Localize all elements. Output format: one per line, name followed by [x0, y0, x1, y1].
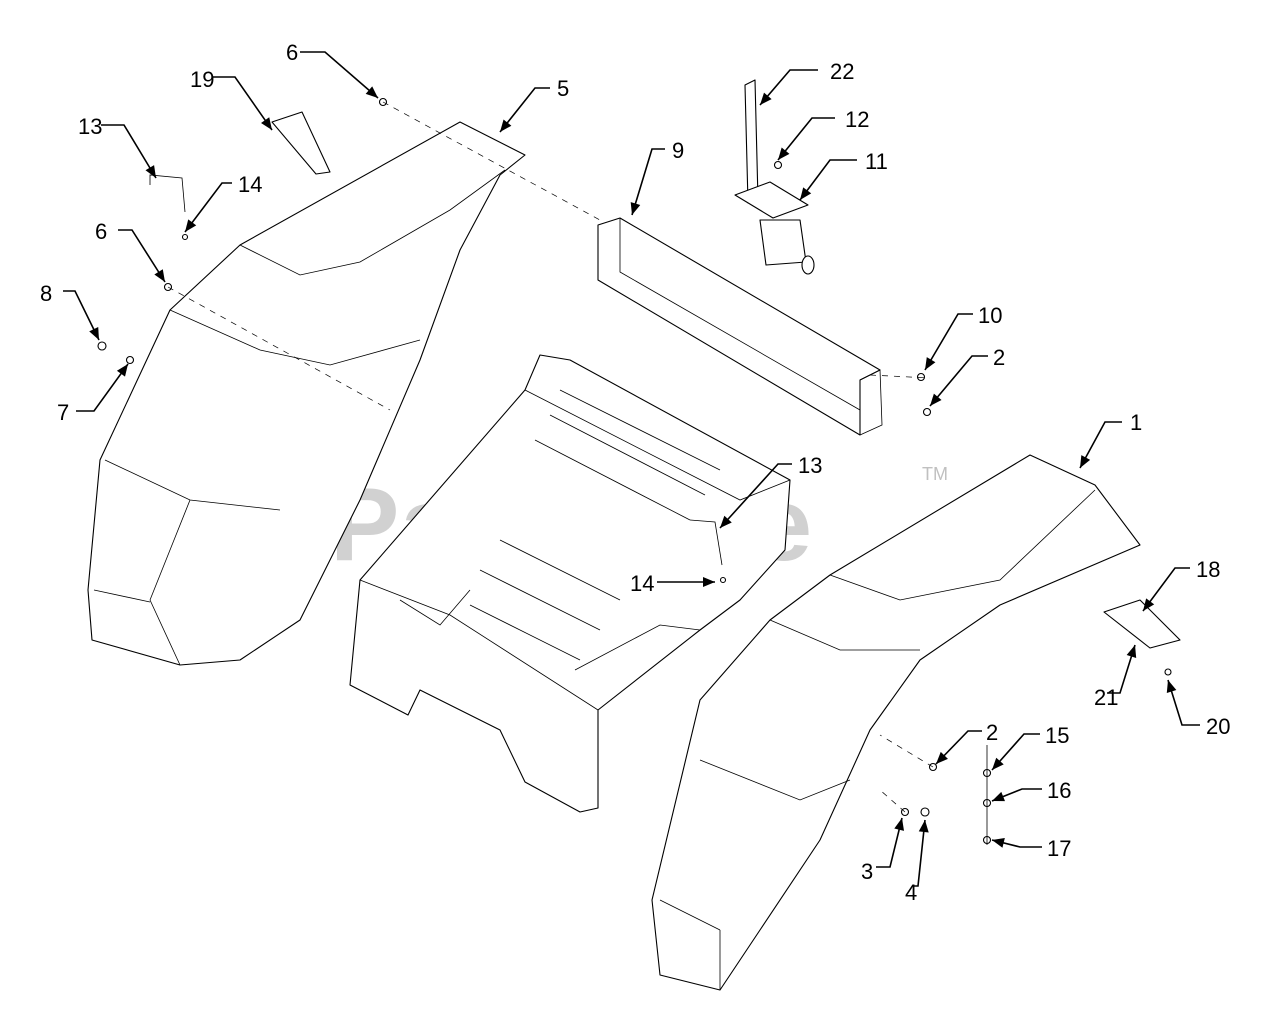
- callout-label-10[interactable]: 10: [978, 303, 1002, 328]
- callout-arrowhead-16: [992, 791, 1005, 802]
- callout-arrowhead-6: [365, 86, 378, 98]
- callout-label-2[interactable]: 2: [993, 345, 1005, 370]
- callout-arrowhead-19: [261, 117, 272, 130]
- callout-label-8[interactable]: 8: [40, 281, 52, 306]
- callout-leader-21: [1107, 644, 1136, 694]
- center-deck-part: [349, 354, 791, 813]
- callout-leader-2: [929, 355, 988, 407]
- callout-label-12[interactable]: 12: [845, 107, 869, 132]
- hardware-parts: [97, 97, 1172, 845]
- callout-label-2[interactable]: 2: [986, 720, 998, 745]
- pin-part-13-center: [689, 519, 723, 566]
- callout-arrowhead-17: [992, 838, 1005, 848]
- callout-label-1[interactable]: 1: [1130, 410, 1142, 435]
- callout-leader-20: [1167, 679, 1200, 726]
- callout-arrowhead-6: [154, 269, 165, 282]
- alignment-lines: [167, 101, 934, 813]
- callout-arrowhead-13: [720, 515, 732, 528]
- callout-label-13[interactable]: 13: [78, 114, 102, 139]
- callout-arrowhead-20: [1166, 680, 1177, 693]
- left-fender-part: [87, 121, 526, 666]
- clip-part-14-left: [181, 233, 189, 241]
- callout-arrowhead-5: [500, 119, 512, 132]
- callout-label-19[interactable]: 19: [190, 67, 214, 92]
- callout-arrowhead-14: [703, 577, 715, 587]
- nut-part-8: [97, 341, 107, 351]
- callout-leader-5: [499, 87, 550, 133]
- nut-part-4: [920, 807, 930, 817]
- callout-leader-2: [935, 730, 982, 765]
- callout-label-14[interactable]: 14: [238, 172, 262, 197]
- callout-arrowhead-8: [89, 327, 99, 340]
- callout-leader-3: [876, 817, 903, 868]
- callout-arrowhead-14: [185, 219, 197, 232]
- callout-label-11[interactable]: 11: [865, 149, 888, 174]
- callout-leader-19: [212, 76, 273, 131]
- callout-arrowhead-2: [936, 751, 948, 764]
- callout-label-6[interactable]: 6: [95, 219, 107, 244]
- callout-arrowhead-7: [116, 364, 128, 377]
- watermark-trademark: TM: [922, 464, 948, 484]
- callout-arrowhead-15: [992, 757, 1004, 770]
- callout-arrowhead-4: [918, 820, 929, 833]
- callout-label-15[interactable]: 15: [1045, 723, 1069, 748]
- callout-leader-13: [719, 463, 792, 529]
- callout-arrowhead-1: [1080, 455, 1091, 468]
- callout-arrowhead-10: [925, 357, 936, 370]
- washer-part-7: [125, 355, 135, 365]
- callout-leader-1: [1079, 421, 1122, 469]
- callout-leader-6: [300, 51, 379, 99]
- callout-arrowhead-22: [760, 92, 772, 105]
- callout-leader-11: [799, 159, 857, 201]
- callout-leader-14: [184, 182, 232, 233]
- callout-arrowhead-12: [778, 147, 790, 160]
- callout-label-16[interactable]: 16: [1047, 778, 1071, 803]
- callout-arrowhead-9: [630, 202, 641, 215]
- callout-label-21[interactable]: 21: [1094, 685, 1118, 710]
- clip-part-14-center: [719, 576, 727, 584]
- callout-leader-6: [118, 229, 166, 283]
- callout-label-17[interactable]: 17: [1047, 836, 1071, 861]
- callout-label-14[interactable]: 14: [630, 571, 654, 596]
- callout-leader-9: [631, 148, 665, 216]
- callout-label-7[interactable]: 7: [57, 400, 69, 425]
- callout-arrowhead-21: [1126, 645, 1137, 658]
- callout-arrowhead-18: [1143, 598, 1155, 611]
- callout-label-9[interactable]: 9: [672, 138, 684, 163]
- callout-label-18[interactable]: 18: [1196, 557, 1220, 582]
- callout-leader-8: [63, 290, 100, 341]
- callout-label-5[interactable]: 5: [557, 76, 569, 101]
- callout-arrowhead-13: [145, 165, 156, 178]
- nut-part-12: [773, 160, 783, 170]
- right-fender-part: [651, 454, 1141, 991]
- callout-label-13[interactable]: 13: [798, 453, 822, 478]
- callout-arrowhead-3: [894, 818, 905, 831]
- callout-leader-18: [1142, 567, 1190, 612]
- callout-leader-13: [101, 124, 157, 179]
- callout-leader-7: [76, 363, 129, 412]
- bolt-part-10: [916, 372, 926, 382]
- callout-label-20[interactable]: 20: [1206, 714, 1230, 739]
- callout-label-6[interactable]: 6: [286, 40, 298, 65]
- small-bracket-part: [1103, 599, 1181, 649]
- nut-part-2-top: [922, 407, 932, 417]
- callout-label-4[interactable]: 4: [905, 880, 917, 905]
- plate-part-19: [271, 111, 331, 175]
- callout-leader-10: [924, 313, 973, 371]
- callout-label-3[interactable]: 3: [861, 859, 873, 884]
- callout-leader-12: [777, 117, 835, 161]
- screw-part-20: [1164, 668, 1172, 676]
- callout-label-22[interactable]: 22: [830, 59, 854, 84]
- channel-bracket-part: [597, 217, 883, 436]
- callout-arrowhead-2: [930, 393, 942, 406]
- callout-arrowhead-11: [800, 187, 812, 200]
- seat-bracket-part: [734, 79, 815, 275]
- pin-part-13-left: [149, 174, 186, 213]
- callout-leader-15: [991, 733, 1040, 771]
- callout-leader-22: [759, 69, 818, 106]
- callout-leader-4: [913, 819, 926, 887]
